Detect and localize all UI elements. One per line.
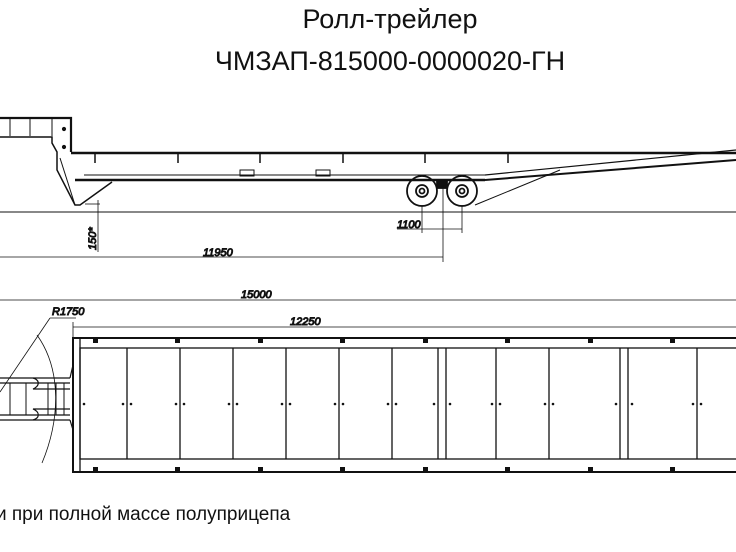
drawing-model-number: ЧМЗАП-815000-0000020-ГН bbox=[214, 46, 566, 76]
side-view bbox=[0, 116, 736, 301]
dim-height: 150* bbox=[87, 227, 99, 250]
dim-1100: 1100 bbox=[397, 219, 422, 231]
drawing-title: Ролл-трейлер bbox=[302, 4, 478, 34]
dim-11950: 11950 bbox=[203, 247, 234, 259]
top-view bbox=[0, 317, 736, 473]
dim-turn-radius: R1750 bbox=[52, 306, 85, 318]
drawing-caption: и при полной массе полуприцепа bbox=[0, 504, 291, 525]
dim-15000: 15000 bbox=[241, 289, 272, 301]
dim-12250: 12250 bbox=[290, 316, 321, 328]
